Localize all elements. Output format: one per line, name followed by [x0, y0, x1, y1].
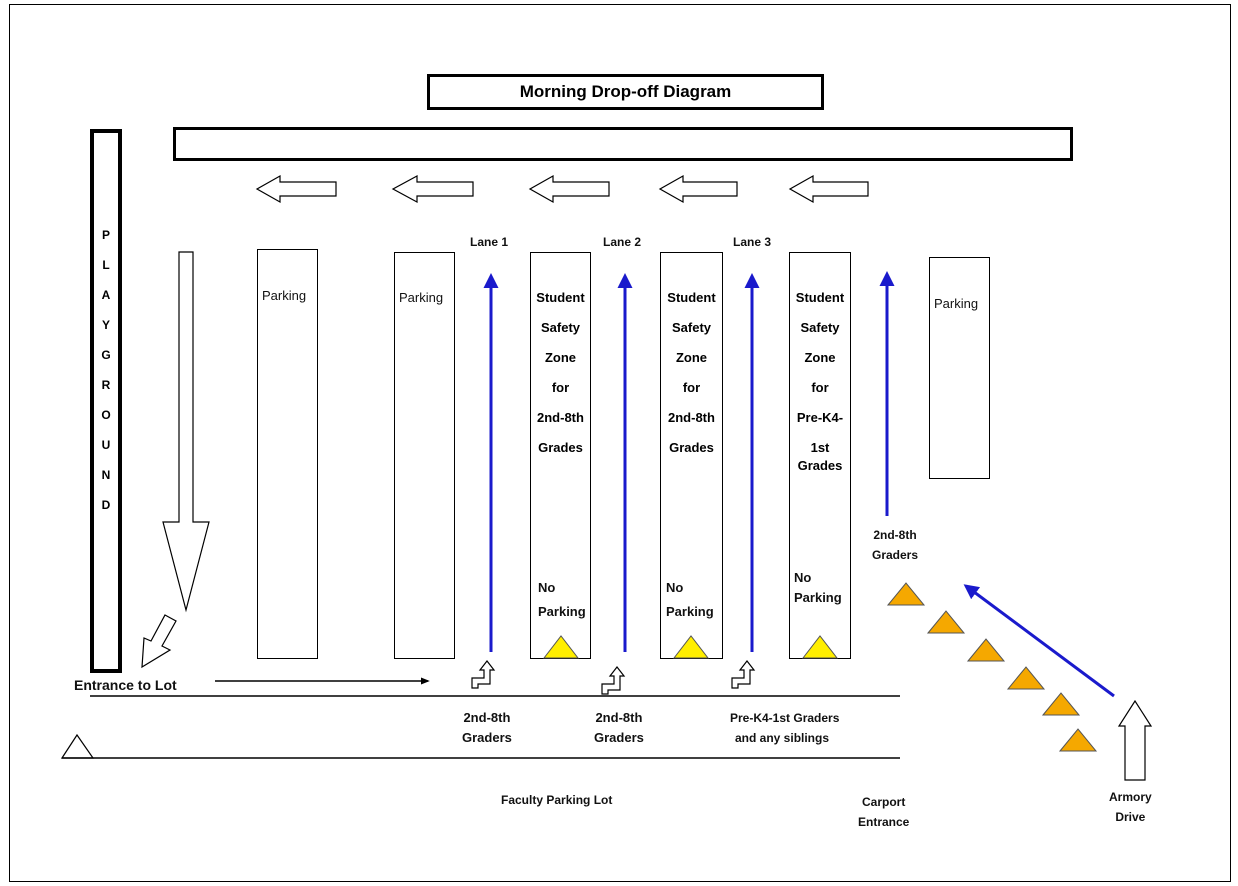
- orange-cone-1: [886, 582, 926, 606]
- parking-label-1: Parking: [262, 288, 307, 303]
- armory-drive-arrow: [1117, 699, 1153, 781]
- traffic-arrow-left-4: [658, 174, 738, 204]
- diagram-title: Morning Drop-off Diagram: [427, 74, 824, 110]
- safety-zone-1: [530, 252, 591, 659]
- corner-cone: [60, 733, 95, 759]
- parking-label-3: Parking: [934, 296, 979, 311]
- safety-cone-2: [672, 635, 710, 659]
- diagram-frame: [9, 4, 1231, 882]
- traffic-arrow-left-2: [391, 174, 474, 204]
- lane-2-label: Lane 2: [603, 235, 642, 249]
- safety-zone-2: [660, 252, 723, 659]
- traffic-arrow-left-5: [788, 174, 869, 204]
- orange-cone-4: [1006, 666, 1046, 690]
- armory-flow-arrow: [963, 584, 1115, 698]
- traffic-arrow-down: [162, 251, 210, 613]
- parking-area-2: [394, 252, 455, 659]
- playground: [90, 129, 122, 673]
- parking-label-2: Parking: [399, 290, 444, 305]
- turn-arrow-2: [601, 666, 626, 695]
- orange-cone-3: [966, 638, 1006, 662]
- turn-arrow-1: [471, 660, 496, 689]
- safety-cone-3: [801, 635, 839, 659]
- parking-area-3: [929, 257, 990, 479]
- safety-cone-1: [542, 635, 580, 659]
- orange-cone-2: [926, 610, 966, 634]
- turn-arrow-3: [731, 660, 756, 689]
- lane-1-label: Lane 1: [470, 235, 509, 249]
- lane-3-label: Lane 3: [733, 235, 772, 249]
- parking-area-1: [257, 249, 318, 659]
- traffic-arrow-left-1: [255, 174, 337, 204]
- entrance-label: Entrance to Lot: [74, 677, 177, 693]
- traffic-arrow-diagonal: [141, 614, 177, 669]
- orange-cone-6: [1058, 728, 1098, 752]
- orange-cone-5: [1041, 692, 1081, 716]
- traffic-arrow-left-3: [528, 174, 610, 204]
- faculty-lot-label: Faculty Parking Lot: [501, 793, 613, 807]
- building-bar: [173, 127, 1073, 161]
